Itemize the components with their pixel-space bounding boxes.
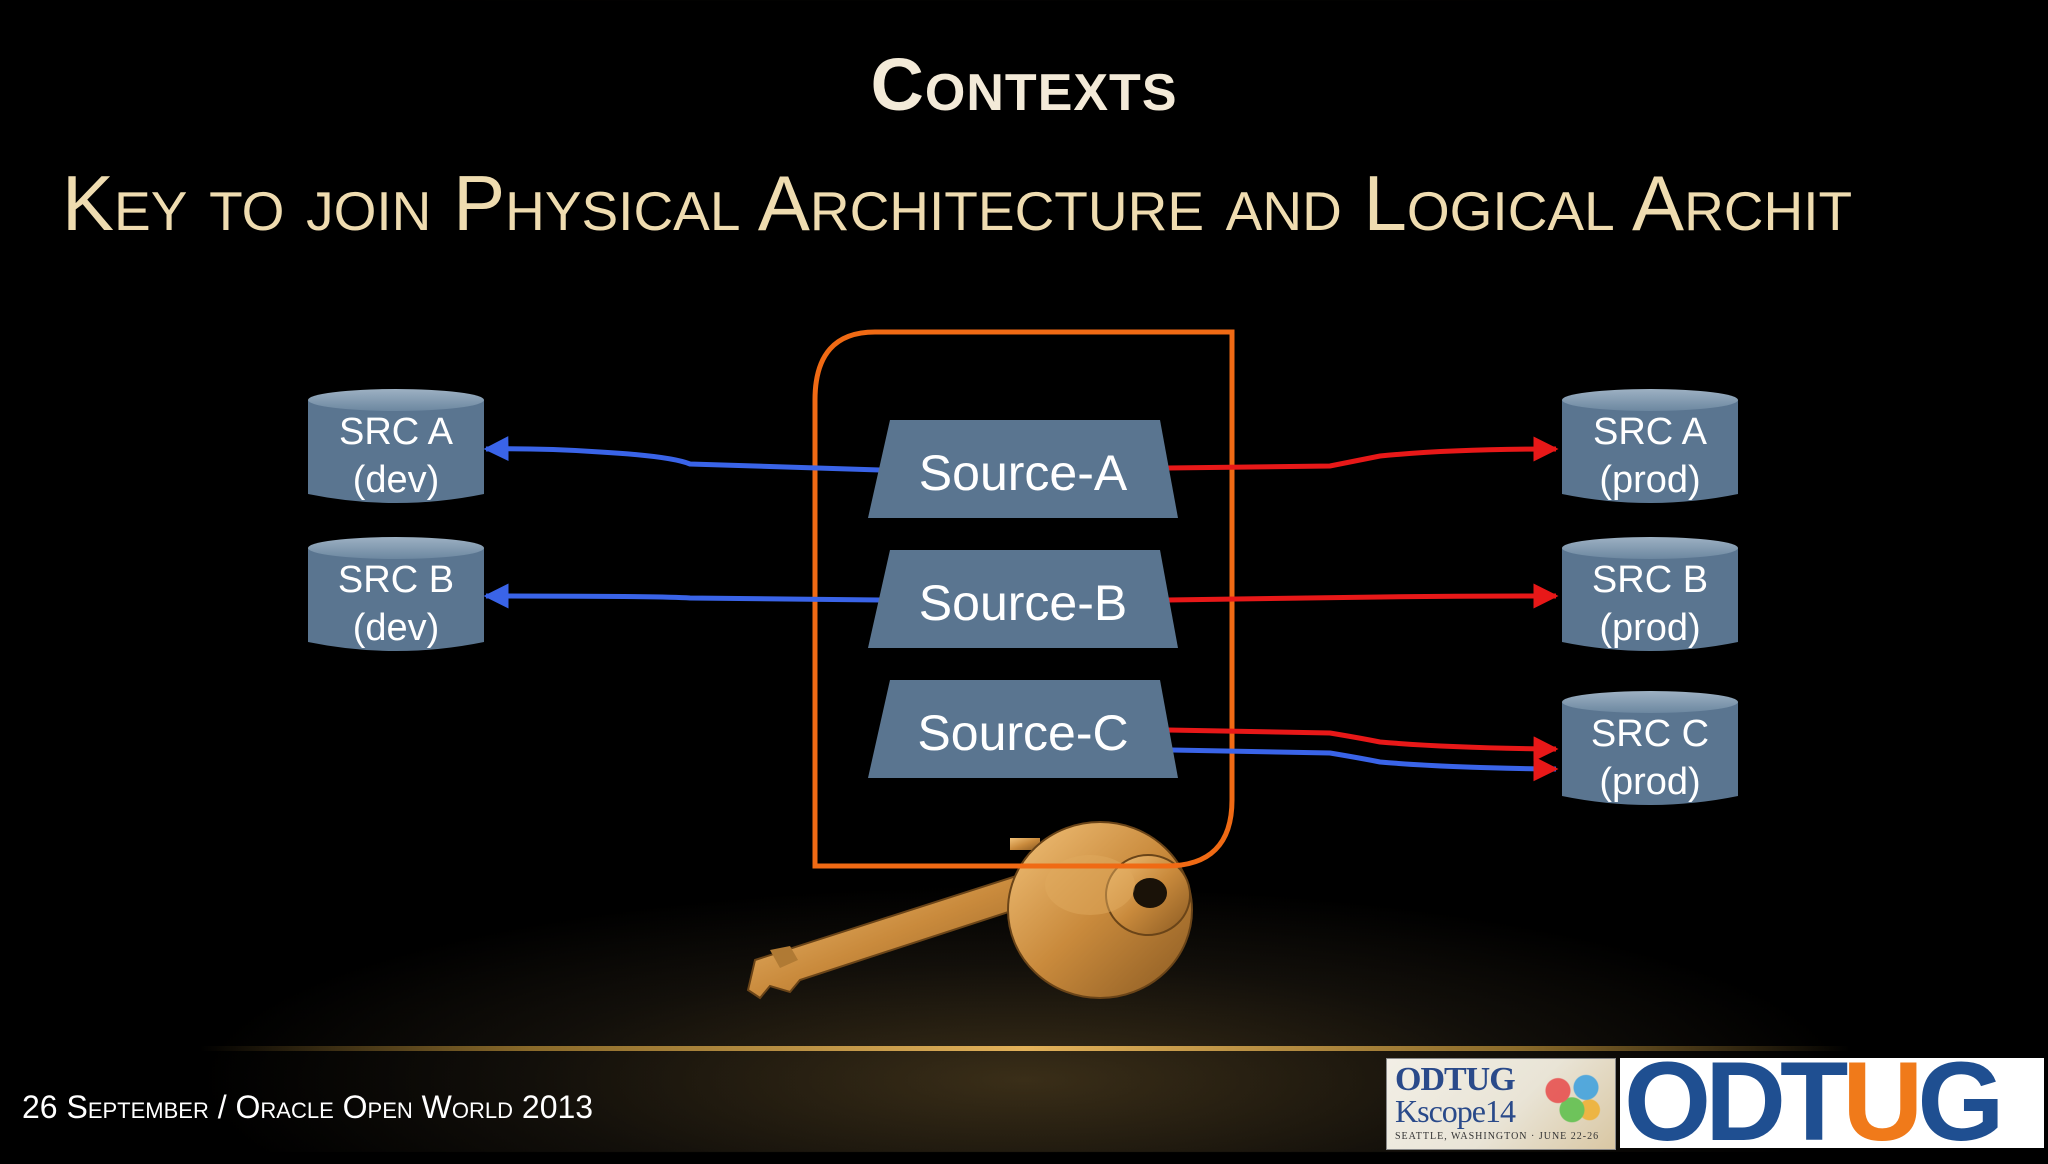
odtug-logo-text: ODTUG [1624,1046,2004,1158]
kscope-logo-line3: SEATTLE, WASHINGTON · JUNE 22-26 [1395,1131,1600,1142]
odtug-logo: ODTUG [1620,1046,2044,1158]
logical-source-a: Source-A [868,420,1178,518]
src-b-dev-line1: SRC B [338,559,454,601]
src-a-prod-line2: (prod) [1599,459,1700,501]
src-b-dev-line2: (dev) [353,607,440,649]
odtug-logo-post: G [1917,1039,2004,1164]
src-a-prod-line1: SRC A [1593,411,1708,453]
src-c-prod-line2: (prod) [1599,761,1700,803]
src-b-prod-line2: (prod) [1599,607,1700,649]
arrow-source-b-prod [1167,583,1559,609]
src-c-prod-line1: SRC C [1591,713,1709,755]
arrow-source-b-dev [483,583,881,609]
src-b-prod-line1: SRC B [1592,559,1708,601]
kscope-logo-line1: ODTUG [1395,1061,1516,1098]
slide-subtitle: Key to join Physical Architecture and Lo… [62,159,1853,247]
logical-source-a-label: Source-A [919,445,1128,501]
cylinder-src-b-prod: SRC B (prod) [1562,537,1738,651]
footer-date: 26 September / Oracle Open World 2013 [22,1089,594,1125]
odtug-logo-pre: ODT [1624,1039,1848,1164]
arrow-source-c-prod-red [1167,727,1559,762]
cylinder-src-a-prod: SRC A (prod) [1562,389,1738,503]
odtug-logo-u: U [1842,1039,1923,1164]
cylinder-src-c-prod: SRC C (prod) [1562,691,1738,805]
arrow-source-c-prod-blue [1171,747,1559,782]
logical-source-c: Source-C [868,680,1178,778]
logical-source-b: Source-B [868,550,1178,648]
logical-source-b-label: Source-B [919,575,1127,631]
kscope-logo-line2: Kscope14 [1395,1093,1516,1129]
logical-source-c-label: Source-C [917,705,1128,761]
src-a-dev-line1: SRC A [339,411,454,453]
cylinder-src-a-dev: SRC A (dev) [308,389,484,503]
slide-title: Contexts [870,43,1178,126]
src-a-dev-line2: (dev) [353,459,440,501]
kscope-flower-icon [1537,1065,1607,1129]
arrow-source-a-prod [1167,436,1559,471]
arrow-source-a-dev [483,436,881,473]
context-box [812,329,1235,869]
footer-divider [200,1046,1850,1051]
kscope14-logo: ODTUG Kscope14 SEATTLE, WASHINGTON · JUN… [1386,1058,1616,1150]
cylinder-src-b-dev: SRC B (dev) [308,537,484,651]
